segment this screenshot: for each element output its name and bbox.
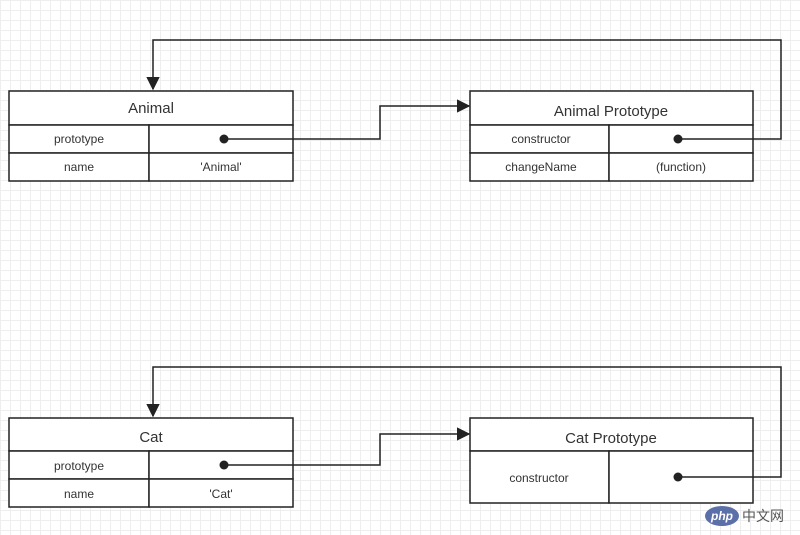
watermark-logo-text: php bbox=[710, 509, 733, 523]
animal-prototype-changename-value-cell bbox=[608, 152, 754, 182]
animal-name-value-cell bbox=[148, 152, 294, 182]
cat-name-key: name bbox=[64, 487, 94, 501]
cat-prototype-key-cell bbox=[8, 450, 150, 480]
cat-title: Cat bbox=[139, 429, 163, 446]
animal-name-value: 'Animal' bbox=[200, 160, 241, 174]
animal-prototype-key-cell bbox=[8, 124, 150, 154]
animal-title: Animal bbox=[128, 100, 174, 117]
animal-object: Animal prototype name 'Animal' bbox=[8, 90, 294, 182]
site-watermark: php 中文网 bbox=[705, 506, 784, 526]
cat-name-key-cell bbox=[8, 478, 150, 508]
cat-header bbox=[8, 417, 294, 452]
cat-constructor-link-arrow bbox=[146, 366, 782, 478]
animal-prototype-row-changename: changeName (function) bbox=[469, 152, 754, 182]
animal-prototype-object: Animal Prototype constructor changeName … bbox=[469, 90, 754, 182]
cat-prototype-title: Cat Prototype bbox=[565, 430, 657, 447]
animal-name-key: name bbox=[64, 160, 94, 174]
cat-prototype-constructor-key: constructor bbox=[509, 471, 568, 485]
cat-row-name: name 'Cat' bbox=[8, 478, 294, 508]
cat-prototype-constructor-key-cell bbox=[469, 450, 610, 504]
cat-name-value: 'Cat' bbox=[209, 487, 232, 501]
animal-prototype-changename-value: (function) bbox=[656, 160, 706, 174]
cat-prototype-key: prototype bbox=[54, 459, 104, 473]
animal-name-key-cell bbox=[8, 152, 150, 182]
animal-header bbox=[8, 90, 294, 126]
animal-row-name: name 'Animal' bbox=[8, 152, 294, 182]
animal-prototype-header bbox=[469, 90, 754, 126]
cat-prototype-link-arrow bbox=[224, 427, 471, 466]
cat-name-value-cell bbox=[148, 478, 294, 508]
php-logo bbox=[705, 506, 739, 526]
animal-constructor-link-arrow bbox=[146, 39, 782, 140]
animal-prototype-key: prototype bbox=[54, 132, 104, 146]
animal-prototype-title: Animal Prototype bbox=[554, 103, 668, 120]
animal-prototype-constructor-key: constructor bbox=[511, 132, 570, 146]
watermark-text: 中文网 bbox=[742, 508, 784, 524]
cat-prototype-object: Cat Prototype constructor bbox=[469, 417, 754, 504]
animal-prototype-link-arrow bbox=[224, 99, 471, 140]
cat-object: Cat prototype name 'Cat' bbox=[8, 417, 294, 508]
cat-prototype-row-constructor: constructor bbox=[469, 450, 754, 504]
animal-prototype-changename-key: changeName bbox=[505, 160, 577, 174]
